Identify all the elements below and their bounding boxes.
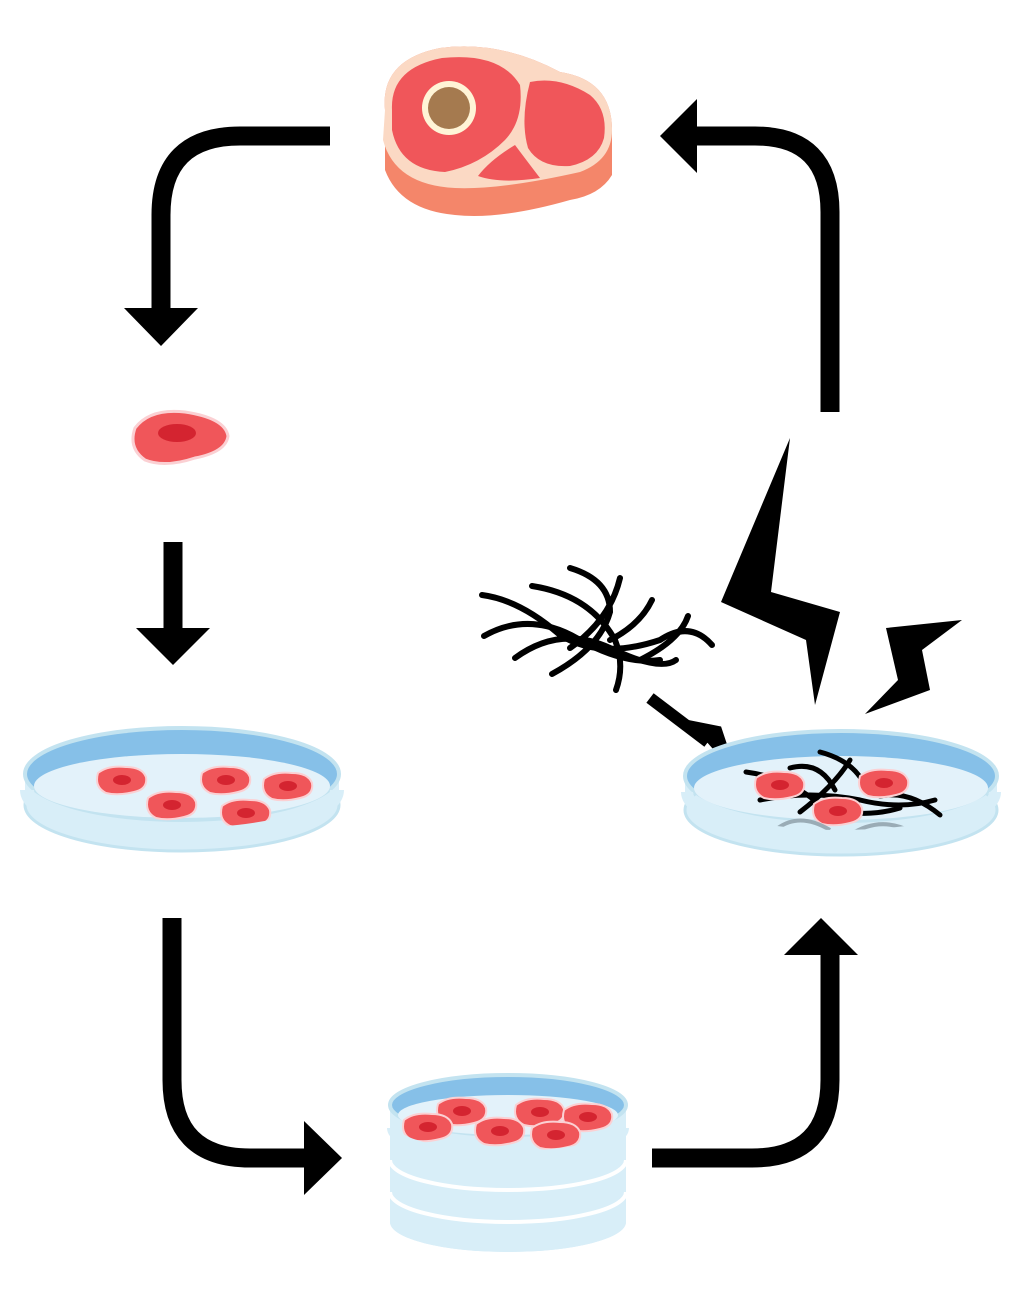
cell-icon [402,1112,454,1143]
cell-icon [200,765,252,796]
scaffold-petri-dish-icon [681,729,1001,857]
cell-icon [530,1120,582,1151]
arrow-dish-to-stack [162,918,342,1195]
arrow-head [124,308,198,346]
cell-icon [474,1116,526,1147]
arrow-steak-to-cell [151,126,330,312]
scaffold-fibers-icon [479,565,715,693]
cell-icon [146,790,198,821]
steak-icon [383,46,612,217]
cell-icon [262,771,314,802]
petri-dish-icon [20,726,344,853]
cell-icon [858,768,910,799]
lightning-icon [721,438,962,714]
arrow-stack-to-scaffold-dish [652,918,858,1168]
cell-icon [131,409,230,465]
arrow-scaffold-to-steak [660,99,840,412]
stacked-dishes-icon [387,1073,629,1252]
cell-icon [754,770,806,801]
arrow-cell-to-dish [136,542,210,665]
cell-icon [96,765,148,796]
cell-icon [812,796,864,827]
